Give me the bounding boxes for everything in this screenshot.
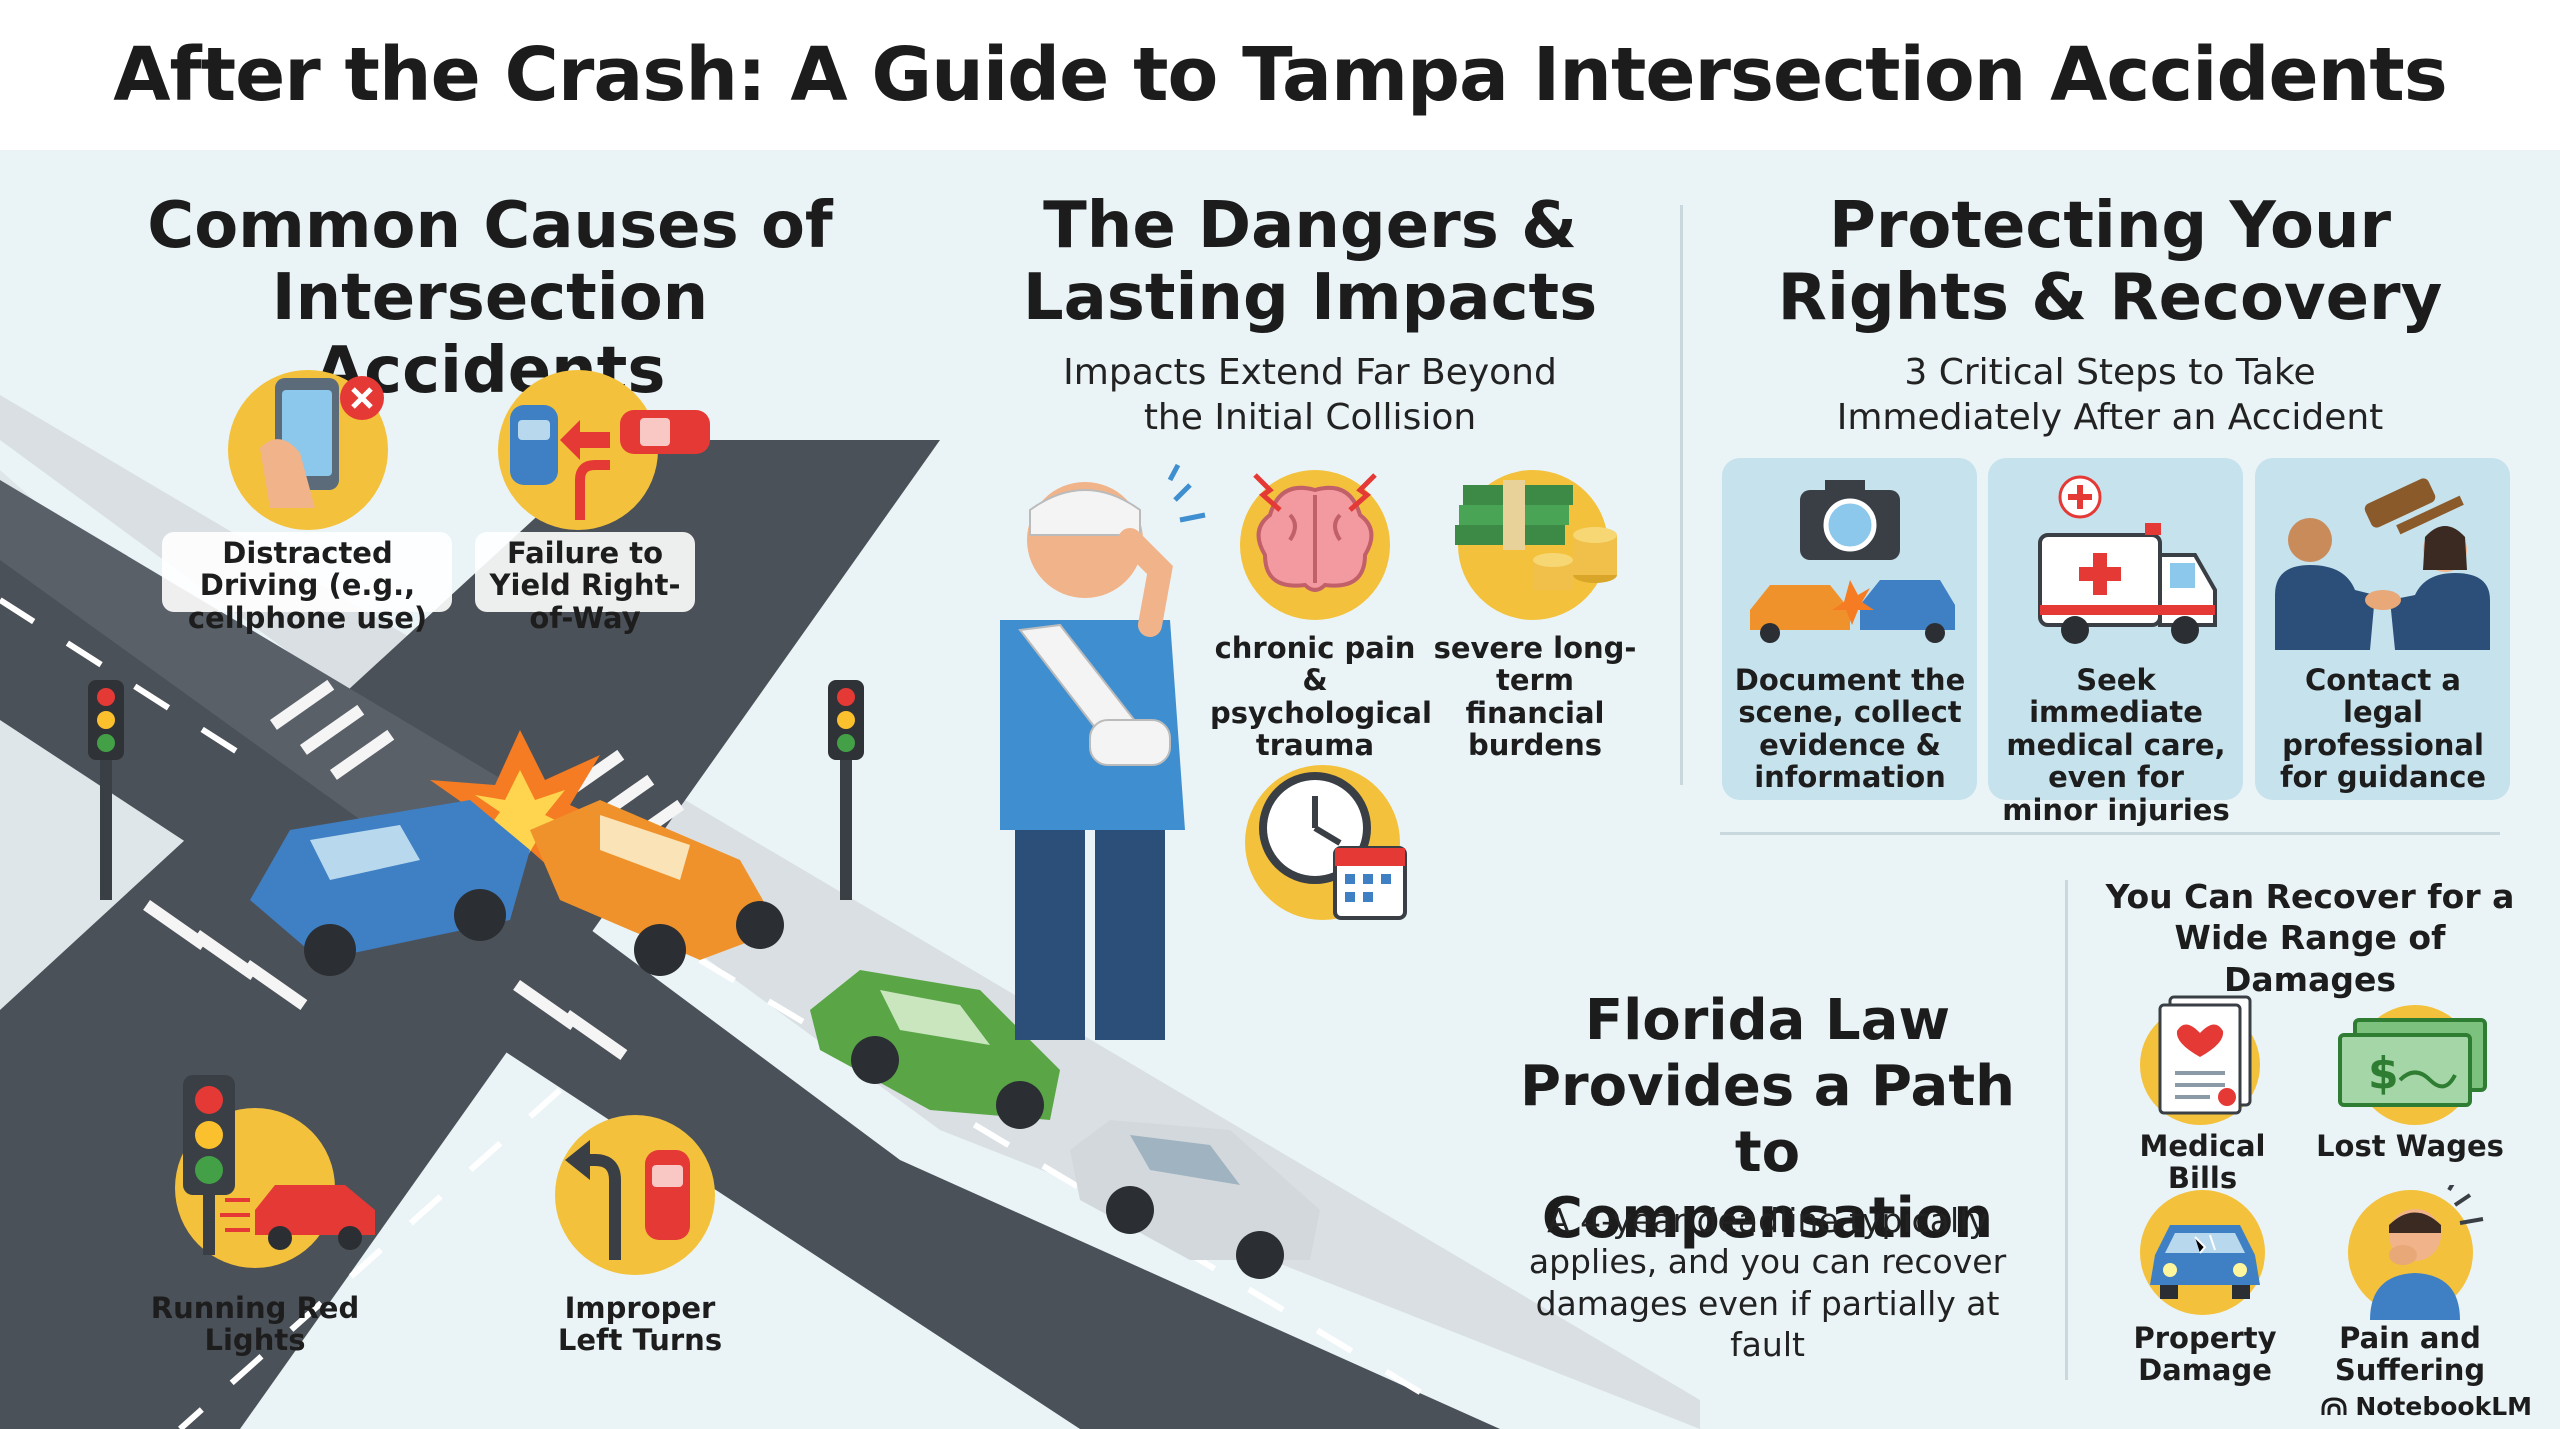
money-icon: [1455, 480, 1617, 590]
cause-distracted-pill: [162, 532, 452, 612]
camera-icon: [1750, 480, 1955, 643]
medical-bill-icon: [2158, 995, 2252, 1115]
distressed-person-icon: [2370, 1185, 2484, 1320]
ambulance-icon: [2038, 475, 2217, 644]
yield-cars-icon: [510, 405, 710, 520]
danger-pain-label: chronic pain & psychological trauma: [1210, 631, 1432, 763]
danger-financial-label: severe long-term financial burdens: [1433, 631, 1637, 763]
damage-wages-label: Lost Wages: [2316, 1129, 2504, 1163]
causes-heading: Common Causes of Intersection Accidents: [147, 189, 833, 408]
divider-vertical: [1680, 205, 1683, 785]
notebooklm-branding: NotebookLM: [2321, 1392, 2532, 1421]
page-header: After the Crash: A Guide to Tampa Inters…: [0, 0, 2560, 150]
clock-calendar-icon: [1259, 772, 1407, 920]
cause-leftturn-label: Improper Left Turns: [557, 1291, 723, 1358]
divider-vertical-damages: [2065, 880, 2068, 1380]
step-medical-label: Seek immediate medical care, even for mi…: [2002, 663, 2230, 827]
cash-icon: $: [2338, 1018, 2487, 1107]
brain-icon: [1253, 473, 1377, 592]
green-car: [810, 970, 1060, 1129]
silver-car: [1070, 1120, 1320, 1279]
damages-heading: You Can Recover for a Wide Range of Dama…: [2105, 877, 2515, 999]
damage-property-label: Property Damage: [2133, 1321, 2277, 1388]
cause-distracted-label: Distracted Driving (e.g., cellphone use): [187, 536, 428, 635]
traffic-light-icon: [183, 1075, 375, 1255]
gavel-icon: [2275, 478, 2490, 650]
dangers-heading: The Dangers & Lasting Impacts: [1022, 189, 1598, 336]
damage-pain-label: Pain and Suffering: [2334, 1321, 2486, 1388]
rights-subtitle: 3 Critical Steps to Take Immediately Aft…: [1836, 352, 2384, 438]
divider-horizontal: [1720, 832, 2500, 835]
cause-yield-label: Failure to Yield Right-of-Way: [489, 536, 681, 635]
step-legal-label: Contact a legal professional for guidanc…: [2279, 663, 2487, 795]
cause-redlight-label: Running Red Lights: [150, 1291, 360, 1358]
damaged-car-icon: [2150, 1225, 2260, 1299]
rights-heading: Protecting Your Rights & Recovery: [1777, 189, 2443, 336]
orange-car: [530, 800, 784, 976]
blue-car: [250, 800, 530, 976]
page-title: After the Crash: A Guide to Tampa Inters…: [113, 32, 2447, 118]
left-turn-icon: [565, 1140, 690, 1260]
phone-icon: [260, 376, 384, 508]
branding-text: NotebookLM: [2355, 1392, 2532, 1421]
florida-heading: Florida Law Provides a Path to Compensat…: [1520, 988, 2015, 1252]
notebooklm-logo-icon: [2321, 1396, 2347, 1415]
florida-body: A 4-year deadline typically applies, and…: [1528, 1201, 2007, 1364]
step-document-label: Document the scene, collect evidence & i…: [1734, 663, 1966, 795]
step-medical-card[interactable]: [1988, 458, 2243, 800]
dangers-subtitle: Impacts Extend Far Beyond the Initial Co…: [1063, 352, 1557, 438]
damage-medical-label: Medical Bills: [2139, 1129, 2266, 1196]
injured-person-illustration: [1000, 463, 1206, 1040]
traffic-light-pole-right: [828, 680, 864, 900]
cause-yield-pill: [475, 532, 695, 612]
svg-text:$: $: [2368, 1048, 2399, 1099]
traffic-light-pole-left: [88, 680, 124, 900]
